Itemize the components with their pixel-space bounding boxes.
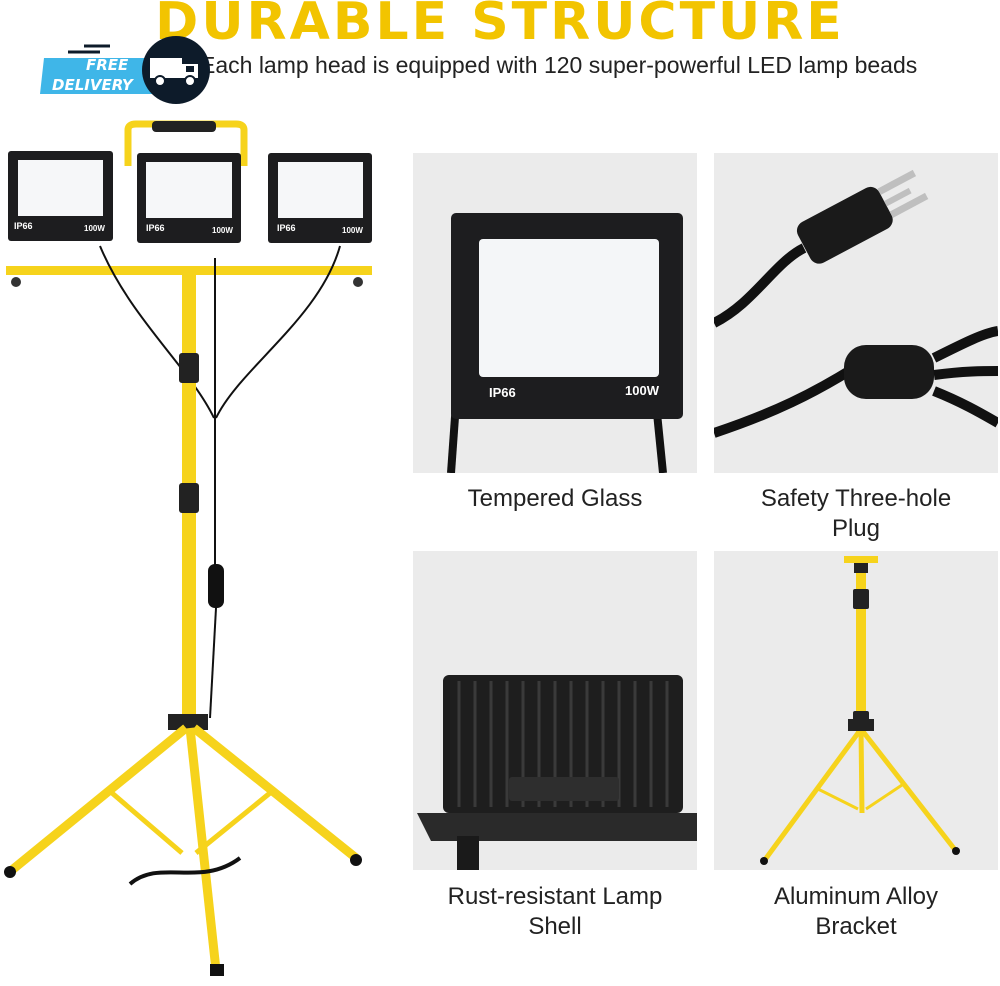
lamp-head-right (268, 153, 372, 243)
lamp-head-center (137, 153, 241, 243)
tripod-bracket-illustration (760, 556, 960, 865)
floodlight-front-illustration (447, 213, 683, 473)
caption-line: Safety Three-hole (760, 485, 952, 512)
caption-line: Shell (528, 913, 582, 940)
panel-lamp-wattage: 100W (625, 383, 659, 398)
feature-tempered-glass-image: IP66 100W (413, 153, 697, 473)
feature-bracket-image (714, 551, 998, 870)
page-subtitle: Each lamp head is equipped with 120 supe… (200, 52, 918, 78)
feature-lamp-shell-image (413, 551, 697, 870)
lamp-head-left (8, 151, 113, 241)
lamp-center-rating: IP66 (146, 223, 165, 233)
badge-delivery-label: DELIVERY (52, 76, 133, 94)
caption-line: Tempered Glass (467, 485, 643, 512)
caption-line: Rust-resistant Lamp (447, 883, 663, 910)
caption-lamp-shell: Rust-resistant Lamp Shell (413, 882, 697, 942)
caption-line: Bracket (815, 913, 897, 940)
caption-tempered-glass: Tempered Glass (413, 484, 697, 514)
lamp-center-wattage: 100W (212, 226, 233, 235)
badge-free-label: FREE (86, 56, 129, 74)
caption-line: Aluminum Alloy (773, 883, 939, 910)
lamp-shell-back-illustration (417, 675, 697, 870)
truck-icon (150, 58, 198, 87)
caption-bracket: Aluminum Alloy Bracket (714, 882, 998, 942)
lamp-right-wattage: 100W (342, 226, 363, 235)
page-title: DURABLE STRUCTURE (155, 0, 845, 52)
free-delivery-badge[interactable]: FREE DELIVERY (40, 36, 220, 106)
panel-lamp-rating: IP66 (489, 385, 516, 400)
lamp-left-wattage: 100W (84, 224, 105, 233)
caption-plug: Safety Three-hole Plug (714, 484, 998, 544)
lamp-left-rating: IP66 (14, 221, 33, 231)
three-hole-plug-illustration (714, 169, 998, 438)
lamp-right-rating: IP66 (277, 223, 296, 233)
feature-plug-image (714, 153, 998, 473)
tripod-work-light-image (4, 120, 372, 976)
caption-line: Plug (831, 515, 881, 542)
